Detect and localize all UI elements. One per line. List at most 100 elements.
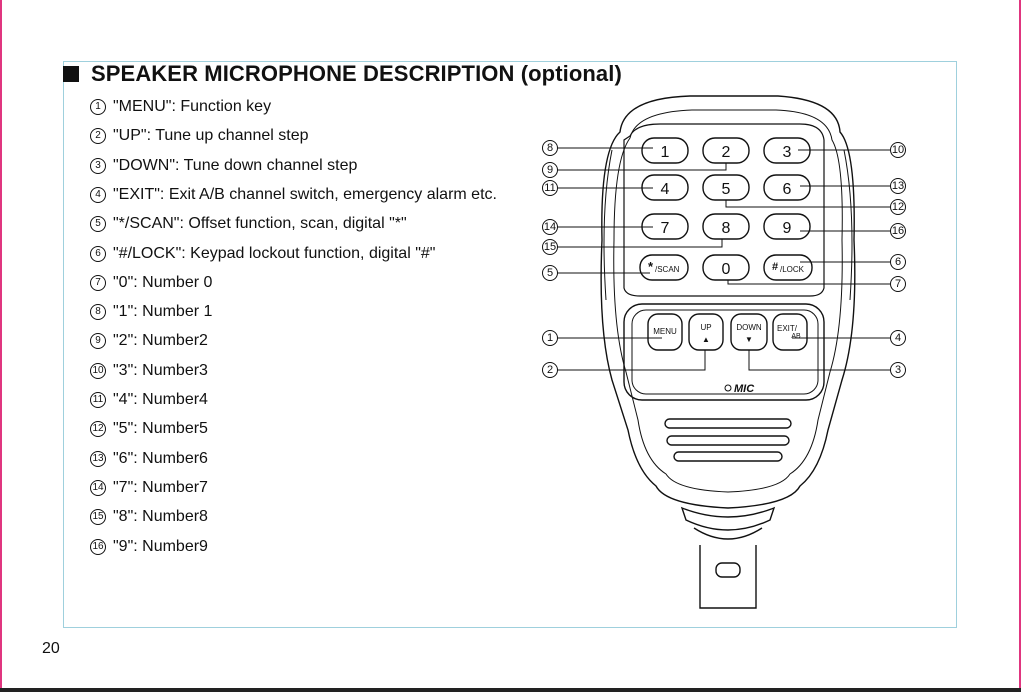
list-item: 3"DOWN": Tune down channel step bbox=[90, 155, 357, 177]
list-item: 16"9": Number9 bbox=[90, 536, 208, 558]
ab-label: AB bbox=[791, 333, 801, 340]
right-grip bbox=[843, 149, 853, 301]
exit-label: EXIT/ bbox=[777, 324, 798, 333]
callout-circle bbox=[542, 265, 558, 281]
up-label: UP bbox=[700, 323, 711, 332]
list-item: 6"#/LOCK": Keypad lockout function, digi… bbox=[90, 243, 435, 265]
strain-relief bbox=[693, 527, 763, 540]
circled-number: 7 bbox=[90, 274, 106, 291]
key-star-scan[interactable] bbox=[639, 254, 689, 281]
keypad-panel bbox=[623, 123, 825, 297]
leader-line bbox=[725, 200, 890, 208]
key-6[interactable] bbox=[763, 174, 811, 201]
circled-number: 13 bbox=[90, 450, 106, 467]
grille-slot bbox=[664, 418, 792, 429]
callout-number: 10 bbox=[892, 144, 904, 156]
list-item: 10"3": Number3 bbox=[90, 360, 208, 382]
callout-number: 16 bbox=[892, 225, 904, 237]
list-item: 7 "0": Number 0 bbox=[90, 272, 212, 294]
callout-number: 15 bbox=[544, 241, 556, 253]
key-8-label: 8 bbox=[722, 220, 731, 237]
callout-number: 14 bbox=[544, 221, 556, 233]
circled-number: 9 bbox=[90, 333, 106, 350]
callout-circle bbox=[890, 330, 906, 346]
function-panel-inner bbox=[631, 309, 819, 395]
callout-circle bbox=[542, 330, 558, 346]
callout-circle bbox=[542, 362, 558, 378]
circled-number: 12 bbox=[90, 421, 106, 438]
key-4-label: 4 bbox=[661, 181, 670, 198]
callout-circle bbox=[890, 178, 906, 194]
key-6-label: 6 bbox=[783, 181, 792, 198]
callout-circle bbox=[890, 254, 906, 270]
callout-circle bbox=[542, 140, 558, 156]
callout-number: 9 bbox=[547, 164, 553, 176]
list-item: 11 "4": Number4 bbox=[90, 389, 208, 411]
grille-slot bbox=[666, 435, 790, 446]
callout-number: 1 bbox=[547, 332, 553, 344]
circled-number: 2 bbox=[90, 128, 106, 145]
item-text: "2": Number2 bbox=[113, 332, 208, 350]
key-0[interactable] bbox=[702, 254, 750, 281]
item-text: "4": Number4 bbox=[113, 391, 208, 408]
callout-number: 6 bbox=[895, 256, 901, 268]
callout-number: 3 bbox=[895, 364, 901, 376]
up-key[interactable] bbox=[688, 313, 724, 351]
key-3-label: 3 bbox=[783, 144, 792, 161]
circled-number: 15 bbox=[90, 509, 106, 526]
item-text: "UP": Tune up channel step bbox=[113, 127, 309, 145]
list-item: 5"*/SCAN": Offset function, scan, digita… bbox=[90, 213, 407, 235]
item-text: "#/LOCK": Keypad lockout function, digit… bbox=[113, 244, 436, 262]
down-arrow-icon: ▼ bbox=[745, 335, 753, 344]
callout-circle bbox=[890, 199, 906, 215]
key-9[interactable] bbox=[763, 213, 811, 240]
cord-slot bbox=[715, 562, 741, 578]
callout-circle bbox=[542, 219, 558, 235]
page-number: 20 bbox=[42, 640, 60, 657]
page-edge-left bbox=[0, 0, 2, 692]
section-title: SPEAKER MICROPHONE DESCRIPTION (optional… bbox=[63, 59, 622, 89]
list-item: 14"7": Number7 bbox=[90, 477, 208, 499]
item-text: "MENU": Function key bbox=[113, 98, 272, 115]
bullet-square-icon bbox=[63, 66, 79, 82]
callout-number: 7 bbox=[895, 278, 901, 290]
key-1[interactable] bbox=[641, 137, 689, 164]
down-key[interactable] bbox=[730, 313, 768, 351]
callout-circle bbox=[542, 180, 558, 196]
list-item: 1"MENU": Function key bbox=[90, 96, 271, 118]
bottom-rule bbox=[0, 688, 1021, 692]
callout-number: 4 bbox=[895, 332, 901, 344]
exit-key[interactable] bbox=[772, 313, 808, 351]
callout-number: 8 bbox=[547, 142, 553, 154]
list-item: 4"EXIT": Exit A/B channel switch, emerge… bbox=[90, 184, 497, 206]
up-arrow-icon: ▲ bbox=[702, 335, 710, 344]
item-text: "*/SCAN": Offset function, scan, digital… bbox=[113, 215, 407, 233]
item-text: "1": Number 1 bbox=[113, 303, 213, 321]
key-hash-lock[interactable] bbox=[763, 254, 813, 281]
leader-line bbox=[748, 350, 890, 371]
mic-body-outer bbox=[600, 95, 856, 509]
callout-circle bbox=[890, 276, 906, 292]
callout-circle bbox=[542, 162, 558, 178]
mic-hole-icon bbox=[724, 384, 732, 392]
leader-line bbox=[557, 350, 706, 371]
circled-number: 11 bbox=[90, 392, 106, 408]
key-9-label: 9 bbox=[783, 220, 792, 237]
list-item: 13"6": Number6 bbox=[90, 448, 208, 470]
callout-number: 5 bbox=[547, 267, 553, 279]
function-panel bbox=[623, 303, 825, 401]
menu-label: MENU bbox=[653, 327, 677, 336]
item-text: "7": Number7 bbox=[113, 478, 208, 496]
key-8[interactable] bbox=[702, 213, 750, 240]
list-item: 2 "UP": Tune up channel step bbox=[90, 125, 308, 147]
item-text: "0": Number 0 bbox=[113, 273, 213, 291]
menu-key[interactable] bbox=[647, 313, 683, 351]
left-grip bbox=[603, 149, 613, 301]
star-label: * bbox=[648, 259, 654, 274]
content-frame bbox=[63, 61, 957, 628]
list-item: 8"1": Number 1 bbox=[90, 301, 212, 323]
circled-number: 16 bbox=[90, 538, 106, 555]
key-0-label: 0 bbox=[722, 261, 731, 278]
key-2-label: 2 bbox=[722, 144, 731, 161]
